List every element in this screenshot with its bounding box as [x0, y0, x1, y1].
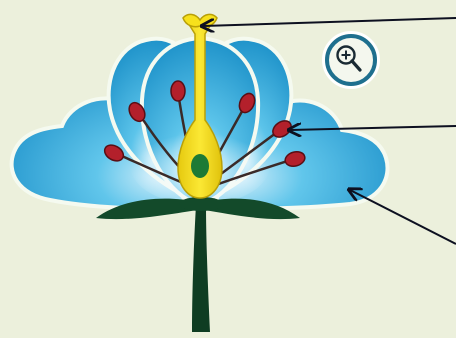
anther	[171, 81, 185, 101]
receptacle	[179, 197, 223, 211]
ovule	[191, 154, 209, 178]
zoom-in-button[interactable]	[324, 33, 378, 87]
stem	[192, 205, 210, 332]
pointer-stigma	[203, 18, 456, 26]
pointer-petal	[350, 190, 456, 244]
